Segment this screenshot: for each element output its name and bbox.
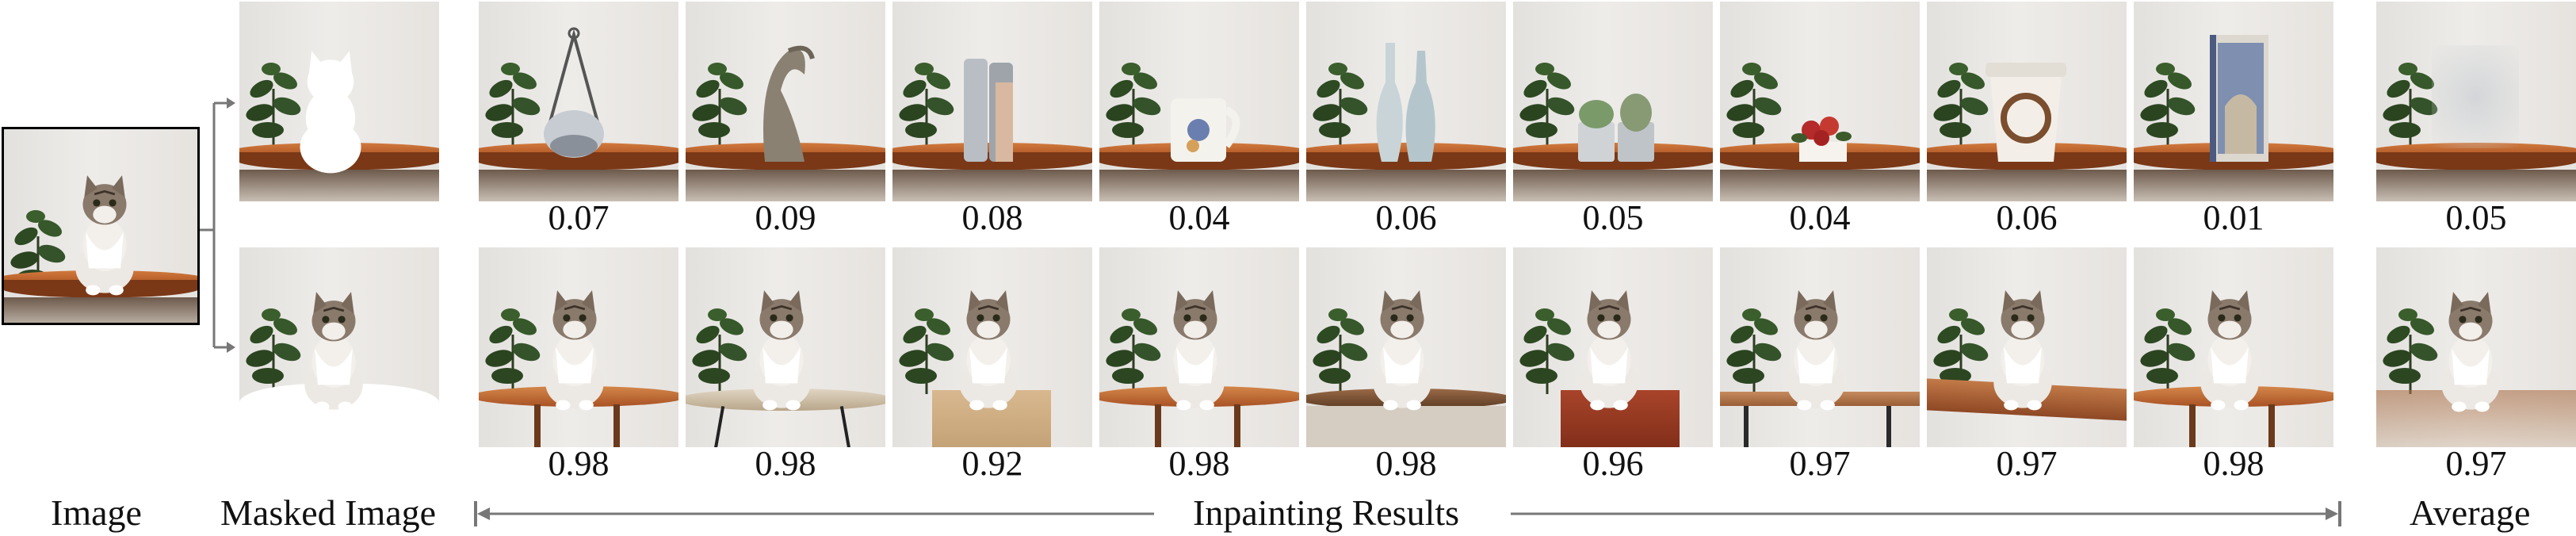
input-image xyxy=(2,127,200,325)
score-top-9: 0.01 xyxy=(2203,198,2265,237)
score-bottom-3: 0.92 xyxy=(961,444,1023,483)
score-bottom-6: 0.96 xyxy=(1582,444,1644,483)
cat-figure xyxy=(544,289,606,412)
score-top-8: 0.06 xyxy=(1996,198,2058,237)
cat-figure xyxy=(1164,289,1226,412)
result-top-2 xyxy=(686,2,885,201)
result-top-1 xyxy=(479,2,678,201)
result-bottom-6 xyxy=(1513,247,1713,447)
score-bottom-8: 0.97 xyxy=(1996,444,2058,483)
score-top-7: 0.04 xyxy=(1789,198,1851,237)
cat-figure xyxy=(2199,289,2261,412)
caption-inpainting-results: Inpainting Results xyxy=(1193,492,1460,533)
result-top-5 xyxy=(1306,2,1506,201)
score-top-4: 0.04 xyxy=(1168,198,1230,237)
book-icon xyxy=(2210,35,2268,162)
metal-bottles-icon xyxy=(964,59,1013,162)
caption-masked-image: Masked Image xyxy=(220,492,437,533)
score-bottom-9: 0.98 xyxy=(2203,444,2265,483)
score-top-1: 0.07 xyxy=(548,198,610,237)
inpainting-results-arrow xyxy=(474,501,2341,526)
average-image-bottom xyxy=(2376,247,2576,447)
mug-icon xyxy=(1171,98,1240,162)
average-score-bottom: 0.97 xyxy=(2445,444,2507,483)
caption-average: Average xyxy=(2410,492,2531,533)
cat-figure xyxy=(1992,289,2054,412)
result-bottom-2 xyxy=(686,247,885,447)
masked-image-object-mask xyxy=(239,2,439,201)
result-top-9 xyxy=(2134,2,2333,201)
branch-arrows xyxy=(200,98,235,353)
score-top-2: 0.09 xyxy=(755,198,816,237)
score-top-3: 0.08 xyxy=(961,198,1023,237)
cat-figure xyxy=(1785,289,1847,412)
result-top-6 xyxy=(1513,2,1713,201)
cat-figure xyxy=(1578,289,1640,412)
result-bottom-1 xyxy=(479,247,678,447)
score-bottom-4: 0.98 xyxy=(1168,444,1230,483)
result-bottom-9 xyxy=(2134,247,2333,447)
result-top-4 xyxy=(1099,2,1299,201)
result-bottom-5 xyxy=(1306,247,1506,447)
score-bottom-5: 0.98 xyxy=(1375,444,1437,483)
flower-arrangement-icon xyxy=(1791,117,1852,162)
succulent-pots-icon xyxy=(1578,94,1654,162)
result-bottom-7 xyxy=(1720,247,1920,447)
hanging-lantern-icon xyxy=(544,27,604,158)
result-bottom-8 xyxy=(1927,247,2127,447)
glass-vases-icon xyxy=(1376,43,1435,162)
average-score-top: 0.05 xyxy=(2445,198,2507,237)
score-top-5: 0.06 xyxy=(1375,198,1437,237)
cat-figure xyxy=(1371,289,1433,412)
result-top-8 xyxy=(1927,2,2127,201)
cat-figure xyxy=(74,174,136,297)
caption-image: Image xyxy=(51,492,142,533)
masked-image-background-mask xyxy=(239,247,439,447)
coffee-cup-icon xyxy=(1986,63,2066,162)
score-top-6: 0.05 xyxy=(1582,198,1644,237)
cat-figure xyxy=(957,289,1019,412)
cat-figure xyxy=(751,289,812,412)
result-top-7 xyxy=(1720,2,1920,201)
result-top-3 xyxy=(892,2,1092,201)
result-bottom-4 xyxy=(1099,247,1299,447)
average-image-top xyxy=(2376,2,2576,201)
score-bottom-7: 0.97 xyxy=(1789,444,1851,483)
result-bottom-3 xyxy=(892,247,1092,447)
abstract-sculpture-icon xyxy=(763,45,815,162)
score-bottom-2: 0.98 xyxy=(755,444,816,483)
score-bottom-1: 0.98 xyxy=(548,444,610,483)
